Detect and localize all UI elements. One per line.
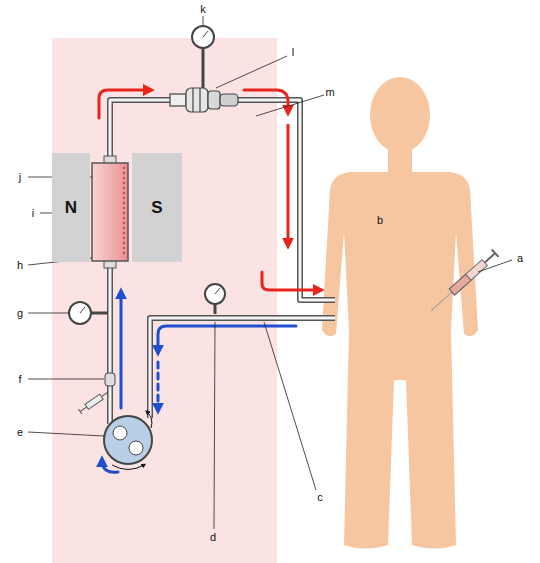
callout-letter: i (32, 208, 34, 219)
device-panel (52, 38, 277, 563)
callout-letter: k (200, 4, 206, 15)
injection-syringe (428, 249, 499, 314)
callout-letter: h (17, 260, 23, 271)
tubing (110, 100, 335, 424)
callout-letter: b (377, 215, 383, 226)
flow-device (170, 88, 238, 112)
magnet-pole: N (52, 153, 90, 262)
valve (105, 373, 115, 386)
flow-arrows (99, 90, 320, 472)
pressure-gauge (205, 284, 225, 314)
pole-letter: N (65, 198, 77, 218)
callout-letter: d (210, 532, 216, 543)
callout-letter: f (18, 374, 21, 385)
callout-letter: m (325, 87, 334, 98)
callout-letter: j (19, 172, 21, 183)
magnet (52, 153, 90, 262)
separation-column (92, 156, 128, 268)
callout-letter: l (292, 47, 294, 58)
pressure-gauge (192, 26, 214, 88)
patient-body (322, 77, 478, 549)
callout-letter: g (17, 308, 23, 319)
pressure-gauge (69, 302, 108, 324)
callout-letter: e (17, 427, 23, 438)
leader-lines (28, 16, 512, 529)
callout-letter: c (317, 492, 323, 503)
callout-letter: a (517, 253, 523, 264)
pole-letter: S (151, 198, 162, 218)
injection-syringe (78, 390, 109, 414)
magnet (132, 153, 182, 262)
magnet-pole: S (132, 153, 182, 262)
roller-pump (104, 412, 152, 470)
